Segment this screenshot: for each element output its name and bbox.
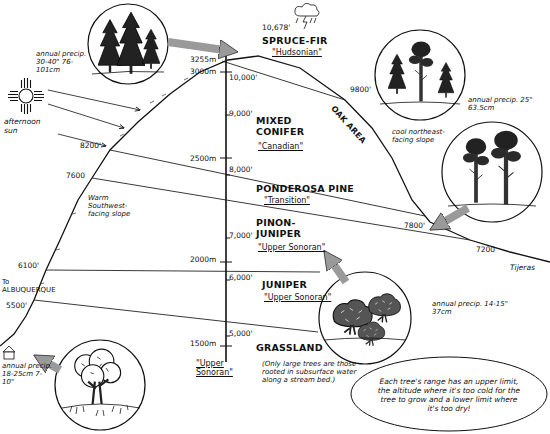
slope-elevation: 6100'	[18, 262, 46, 271]
precip-note: annual precip. 25" 63.5cm	[468, 96, 546, 112]
spruce-fir-circle	[88, 4, 168, 84]
elevation-feet: 8,000'	[229, 166, 265, 175]
note-bubble: Each tree's range has an upper limit, th…	[350, 356, 548, 432]
mountain-profile	[0, 56, 550, 346]
zone-subtitle: "Upper Sonoran"	[258, 243, 330, 252]
sun-rays	[48, 90, 140, 146]
elevation-metric: 2000m	[190, 256, 224, 265]
precip-note: annual precip. 14-15" 37cm	[432, 300, 512, 316]
sun-label: afternoon sun	[4, 118, 50, 135]
note-text: Each tree's range has an upper limit, th…	[374, 366, 524, 424]
zone-name: GRASSLAND	[256, 343, 336, 354]
elevation-feet: 5,000'	[229, 330, 265, 339]
slope-label: OAK AREA	[329, 104, 376, 155]
place-name: To ALBUQUERQUE	[2, 278, 52, 294]
slope-elevation: 7600	[66, 172, 92, 181]
slope-note: cool northeast-facing slope	[392, 128, 452, 144]
zone-subtitle: "Transition"	[264, 196, 324, 205]
elevation-metric: 3000m	[190, 68, 224, 77]
grassland-circle	[55, 340, 145, 430]
elevation-axis	[220, 56, 232, 362]
pinon-juniper-circle	[319, 272, 411, 364]
zone-name: JUNIPER	[262, 280, 322, 291]
slope-elevation: 8200'	[80, 142, 108, 151]
slope-elevation: 9800'	[350, 86, 380, 95]
zone-subtitle: "Canadian"	[258, 142, 318, 151]
elevation-feet: 6,000'	[229, 274, 265, 283]
storm-cloud	[295, 3, 319, 29]
slope-hatching	[40, 78, 188, 284]
zone-subtitle: "Hudsonian"	[272, 48, 342, 57]
precip-note: annual precip. 30-40" 76-101cm	[36, 50, 91, 74]
zia-sun	[8, 78, 44, 114]
precip-note: annual precip. 18-25cm 7-10"	[2, 362, 54, 386]
slope-elevation: 5500'	[6, 302, 32, 311]
slope-elevation: 7800'	[404, 222, 430, 231]
zone-name: PONDEROSA PINE	[256, 184, 366, 195]
bubble-ellipse	[351, 357, 547, 431]
elevation-feet: 10,678'	[262, 24, 302, 33]
elevation-feet: 10,000'	[229, 74, 265, 83]
house-icon	[3, 346, 15, 359]
ponderosa-circle	[442, 122, 542, 222]
zone-name: MIXED CONIFER	[256, 116, 314, 138]
elevation-metric: 3255m	[190, 56, 224, 65]
zone-name: PINON-JUNIPER	[256, 218, 310, 240]
elevation-metric: 2500m	[190, 155, 224, 164]
place-name: Tijeras	[510, 264, 550, 273]
slope-note: Warm Southwest-facing slope	[88, 194, 146, 218]
pointer-arrows	[46, 42, 468, 370]
footnote: (Only large trees are those rooted in su…	[262, 360, 358, 384]
mixed-conifer-circle	[375, 30, 465, 120]
zone-subtitle: "Upper Sonoran"	[196, 359, 260, 377]
elevation-metric: 1500m	[190, 340, 224, 349]
zone-subtitle: "Upper Sonoran"	[264, 293, 336, 302]
slope-elevation: 7200	[476, 246, 502, 255]
zone-name: SPRUCE-FIR	[262, 36, 342, 47]
